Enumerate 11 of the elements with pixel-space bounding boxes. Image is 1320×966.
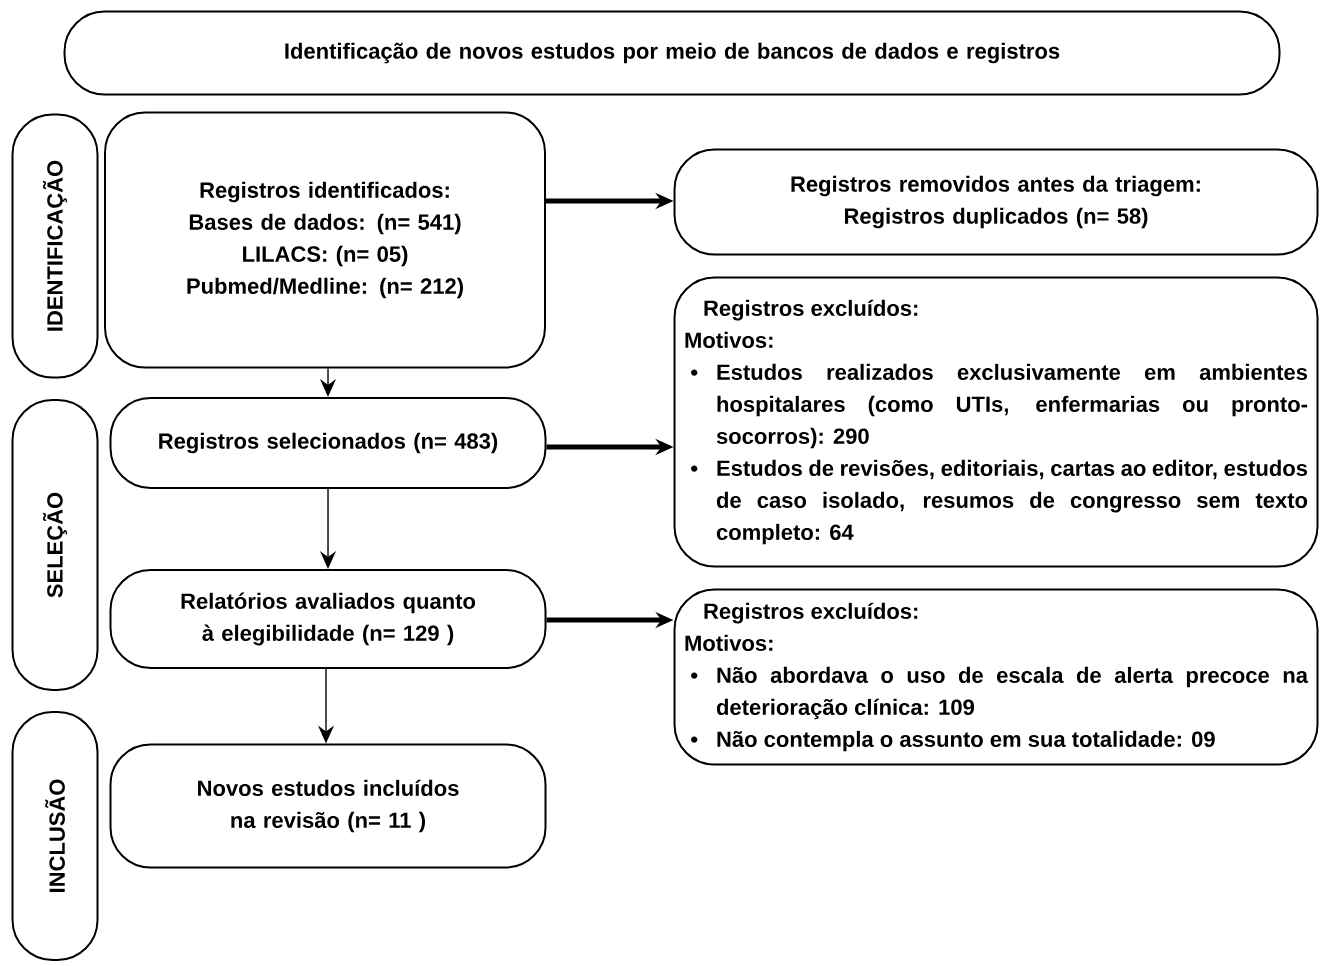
title-box: Identificação de novos estudos por meio de bancos de dados e registros [63,10,1281,96]
exclusion-box: Registros excluídos: Motivos: Não abordava o uso de escala de alerta precoce na deterioração clínica: 109 Não contempla o assunto em sua totalidade: 09 [673,588,1319,766]
process-box: Registros identificados: Bases de dados: (n= 541) LILACS: (n= 05) Pubmed/Medline: (n= 212) [104,111,546,369]
process-box: Relatórios avaliados quanto à elegibilidade (n= 129 ) [109,569,547,669]
stage-band: SELEÇÃO [11,399,99,691]
exclusion-box: Registros excluídos: Motivos: Estudos realizados exclusivamente em ambientes hospitalares (como UTIs, enfermarias ou pronto-socorros): 290 Estudos de revisões, editoriais, cartas ao editor, estudos de caso isolado, resumos de congresso sem texto completo: 64 [673,276,1319,568]
process-box: Registros removidos antes da triagem: Registros duplicados (n= 58) [673,148,1319,256]
process-box: Registros selecionados (n= 483) [109,397,547,489]
stage-band: IDENTIFICAÇÃO [11,113,99,379]
stage-band: INCLUSÃO [11,711,99,961]
process-box: Novos estudos incluídos na revisão (n= 11 ) [109,743,547,869]
